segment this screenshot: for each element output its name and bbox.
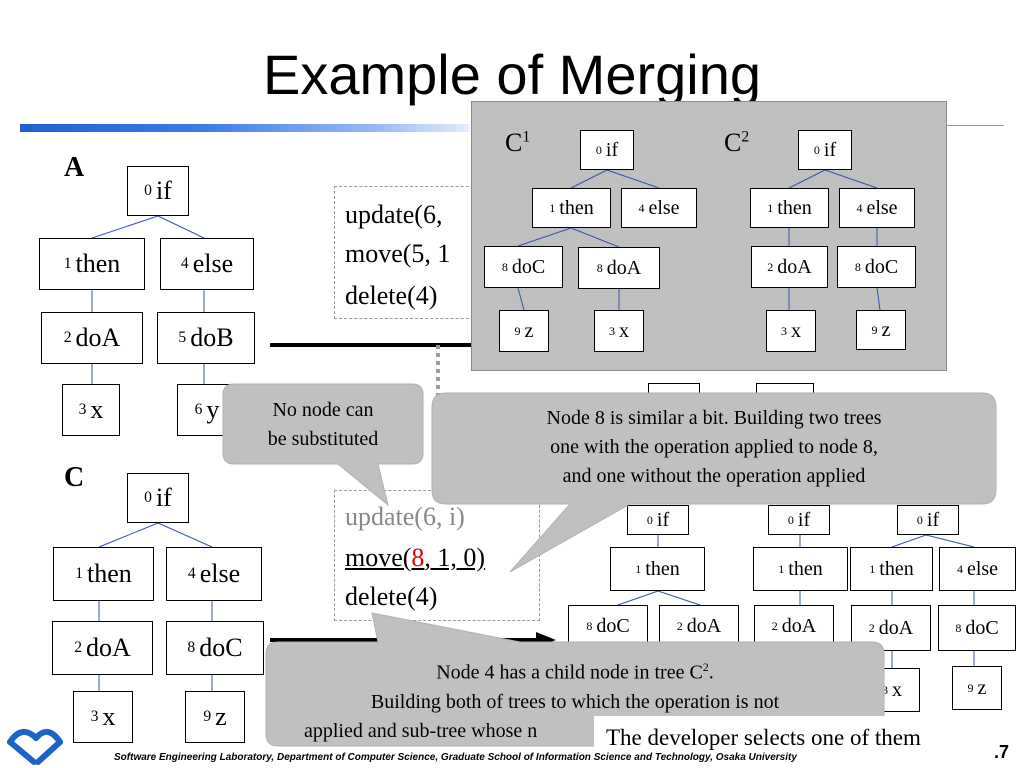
ops-bottom-line-2: move(8, 1, 0) xyxy=(345,543,486,572)
slide-title: Example of Merging xyxy=(262,43,761,106)
callout-node4: Node 4 has a child node in tree C2. Buil… xyxy=(304,660,780,742)
page-number: .7 xyxy=(994,742,1010,763)
developer-selects-text: The developer selects one of them xyxy=(594,716,1000,760)
c2-label: C2 xyxy=(724,128,750,157)
tree-c-label: C xyxy=(64,462,85,493)
ops-top-line-1: update(6, xyxy=(345,200,443,229)
callout-no-substitute: No node can be substituted xyxy=(267,399,379,450)
ops-bottom-line-1: update(6, i) xyxy=(345,502,465,531)
c1-label: C1 xyxy=(505,128,531,157)
footer-text: Software Engineering Laboratory, Departm… xyxy=(114,752,797,763)
title-underline-line xyxy=(945,125,1004,126)
callout-node8: Node 8 is similar a bit. Building two tr… xyxy=(546,407,882,487)
highlighted-node-id: 8 xyxy=(411,543,425,572)
tree-a-label: A xyxy=(64,152,85,183)
title-underline-bar xyxy=(20,124,470,132)
ops-top-line-2: move(5, 1 xyxy=(345,239,451,268)
ops-top-line-3: delete(4) xyxy=(345,281,438,310)
ops-bottom-line-3: delete(4) xyxy=(345,582,438,611)
